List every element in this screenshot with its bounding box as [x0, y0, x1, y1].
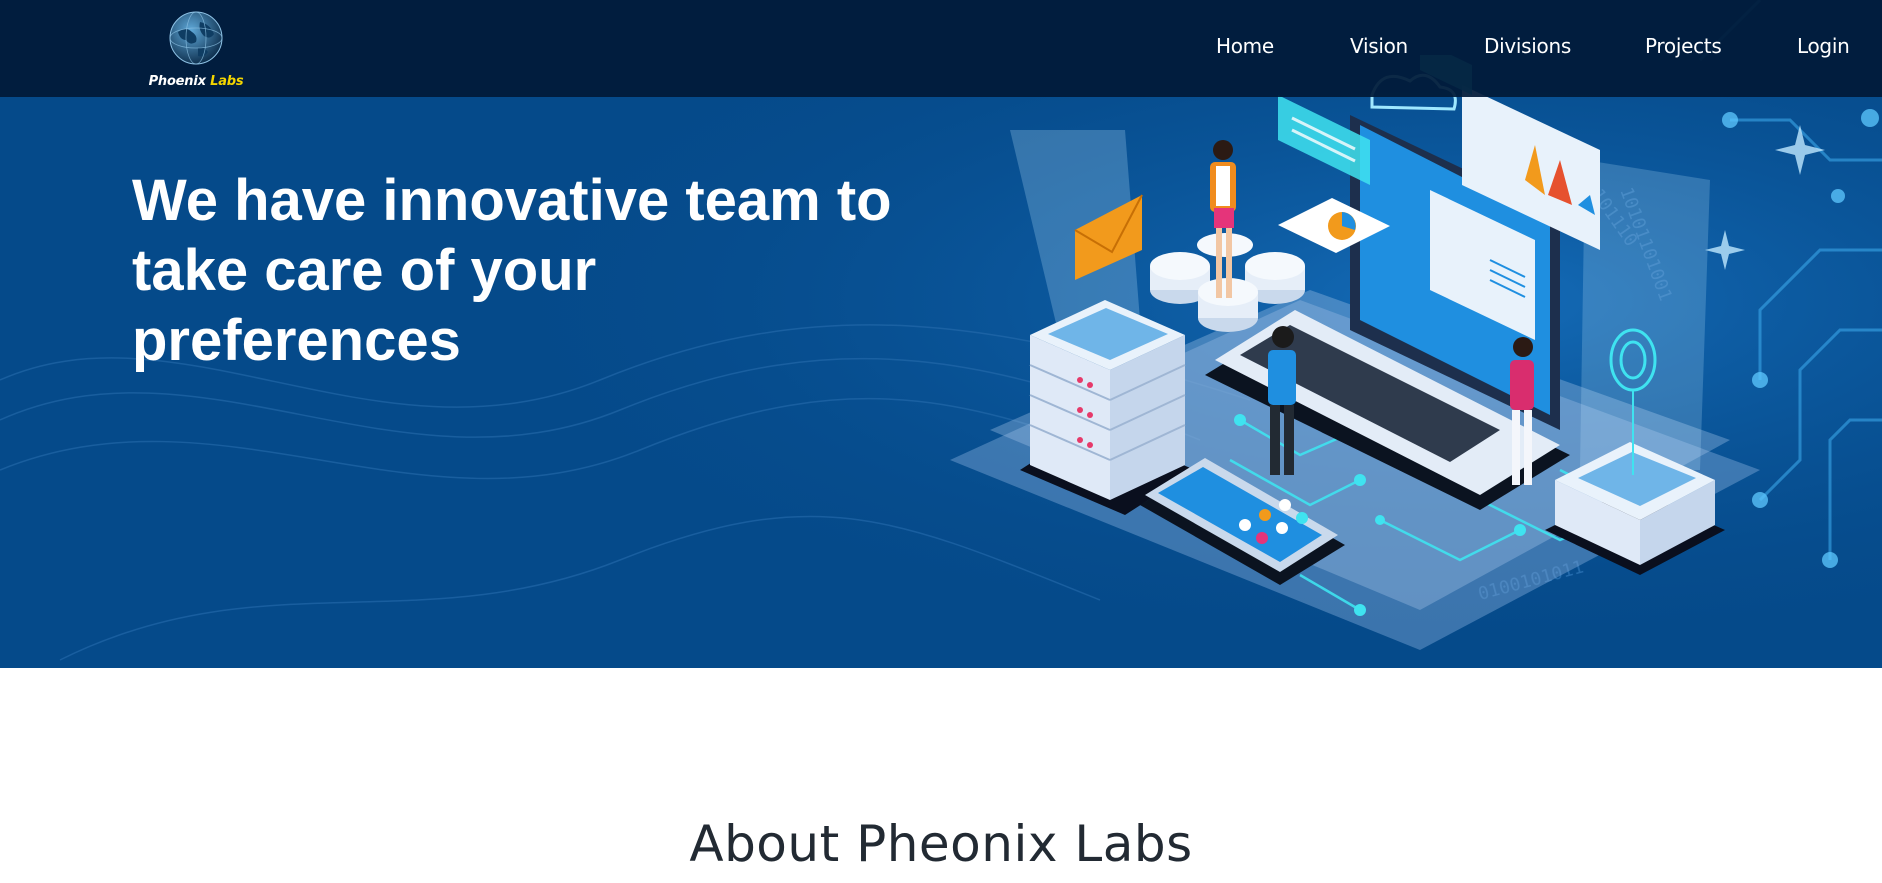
hero-section: 01100101110 10101101001 0100101011 We ha…	[0, 0, 1882, 668]
nav-divisions[interactable]: Divisions	[1484, 34, 1571, 58]
brand-logo[interactable]: Phoenix Labs	[146, 8, 246, 94]
about-section-title: About Pheonix Labs	[689, 815, 1193, 873]
brand-name-part2: Labs	[210, 74, 244, 89]
globe-icon	[169, 11, 223, 65]
isometric-tech-illustration	[950, 55, 1760, 650]
nav-login[interactable]: Login	[1797, 34, 1850, 58]
hero-headline-line3: preferences	[132, 308, 461, 373]
top-navbar: Phoenix Labs Home Vision Divisions Proje…	[0, 0, 1882, 97]
nav-vision[interactable]: Vision	[1350, 34, 1408, 58]
brand-name: Phoenix Labs	[146, 74, 246, 89]
hero-background: 01100101110 10101101001 0100101011	[0, 0, 1882, 668]
hero-headline-line1: We have innovative team to	[132, 168, 892, 233]
hero-headline: We have innovative team to take care of …	[132, 166, 952, 376]
nav-home[interactable]: Home	[1216, 34, 1274, 58]
main-nav: Home Vision Divisions Projects Login	[0, 0, 1882, 97]
hero-headline-line2: take care of your	[132, 238, 597, 303]
nav-projects[interactable]: Projects	[1645, 34, 1722, 58]
brand-name-part1: Phoenix	[148, 74, 206, 89]
